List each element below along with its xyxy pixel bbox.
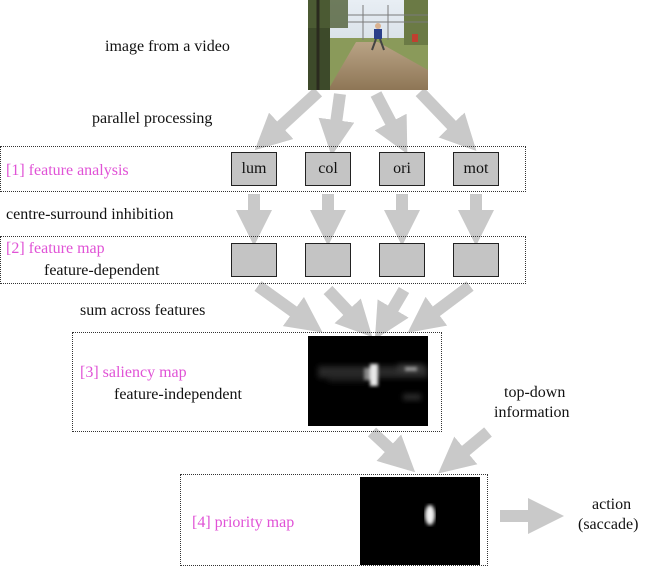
feature-map-ori [379,243,425,277]
arrow-topdown-to-priority [438,427,492,474]
centre-surround-label: centre-surround inhibition [6,206,174,223]
saliency-map-label: [3] saliency map [80,364,187,381]
feature-mot-box: mot [453,152,499,186]
image-label: image from a video [105,38,230,55]
arrow-map1-to-saliency [254,281,323,333]
information-label: information [494,404,570,421]
priority-map-panel [180,474,488,566]
arrow-image-to-mot [415,87,477,152]
arrow-map2-to-saliency [323,285,373,338]
arrow-saliency-to-priority [367,427,416,473]
priority-map-image [360,477,480,565]
feature-map-col [305,243,351,277]
priority-map-label: [4] priority map [192,514,295,531]
feature-dependent-label: feature-dependent [44,262,160,279]
saccade-label: (saccade) [578,516,639,533]
saliency-map-panel [72,332,442,432]
feature-map-lum [231,243,277,277]
feature-analysis-label: [1] feature analysis [6,162,129,179]
feature-ori-box: ori [379,152,425,186]
arrow-map3-to-saliency [374,286,410,340]
action-label: action [592,496,632,513]
arrow-map4-to-saliency [407,281,474,333]
video-frame-image [308,0,428,90]
top-down-label: top-down [504,384,566,401]
arrow-image-to-col [318,93,355,156]
feature-analysis-panel [0,146,526,192]
sum-across-features-label: sum across features [80,302,206,319]
feature-map-panel [0,236,526,284]
feature-col-box: col [305,152,351,186]
feature-lum-box: lum [231,152,277,186]
arrow-image-to-lum [254,87,323,151]
feature-independent-label: feature-independent [114,386,242,403]
arrow-image-to-ori [370,91,408,154]
parallel-processing-label: parallel processing [92,110,213,127]
saliency-map-image [308,336,428,426]
feature-map-label: [2] feature map [6,240,105,257]
feature-map-mot [453,243,499,277]
